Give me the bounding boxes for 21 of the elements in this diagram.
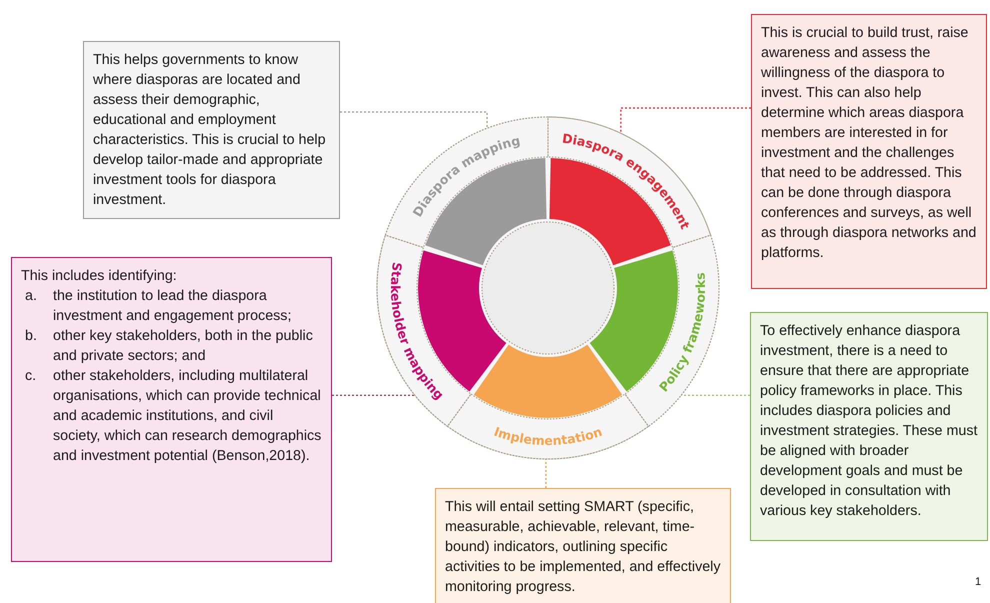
callout-box (750, 312, 988, 541)
leader-line (681, 394, 750, 396)
callout-text: This is crucial to build trust, raise awareness and assess the willingness of the diaspora to invest. This can also help determine which areas diaspora members are interested in for investment and the challenges that need to be addressed. This can be done through diaspora conferences and surveys, as well as through diaspora networks and platforms. (761, 24, 977, 263)
list-marker: a. (24, 287, 38, 306)
leader-line (620, 107, 751, 134)
page-number: 1 (975, 576, 982, 588)
callout-text: To effectively enhance diaspora investment, there is a need to ensure that there are appropriate policy frameworks in place. This includes diaspora policies and investment strategies. These must be aligned with broader development goals and must be developed in consultation with various key stakeholders. (760, 322, 978, 521)
leader-line (332, 394, 415, 396)
callout-box (751, 14, 987, 289)
callout-text: This helps governments to know where diasporas are located and assess their demographic, educational and employment characteristics. This is crucial to help develop tailor-made and appropriate investment tools for diaspora investment. (93, 51, 327, 210)
callout-text: This will entail setting SMART (specific, measurable, achievable, relevant, time-bound) indicators, outlining specific activities to be implemented, and effectively monitoring progress. (445, 498, 721, 597)
leader-line (340, 111, 488, 128)
callout-text: This includes identifying: (21, 267, 178, 286)
callout-box (435, 488, 731, 603)
callout-box (11, 257, 332, 562)
list-item: the institution to lead the diaspora investment and engagement process; (53, 287, 292, 326)
list-marker: c. (24, 367, 38, 386)
list-item: other stakeholders, including multilateral organisations, which can provide technical and academic institutions, and civil society, which can research demographics and investment potential (Benson,2018). (53, 367, 322, 466)
callout-box (83, 41, 340, 219)
list-marker: b. (24, 327, 38, 346)
leader-line (545, 458, 546, 488)
